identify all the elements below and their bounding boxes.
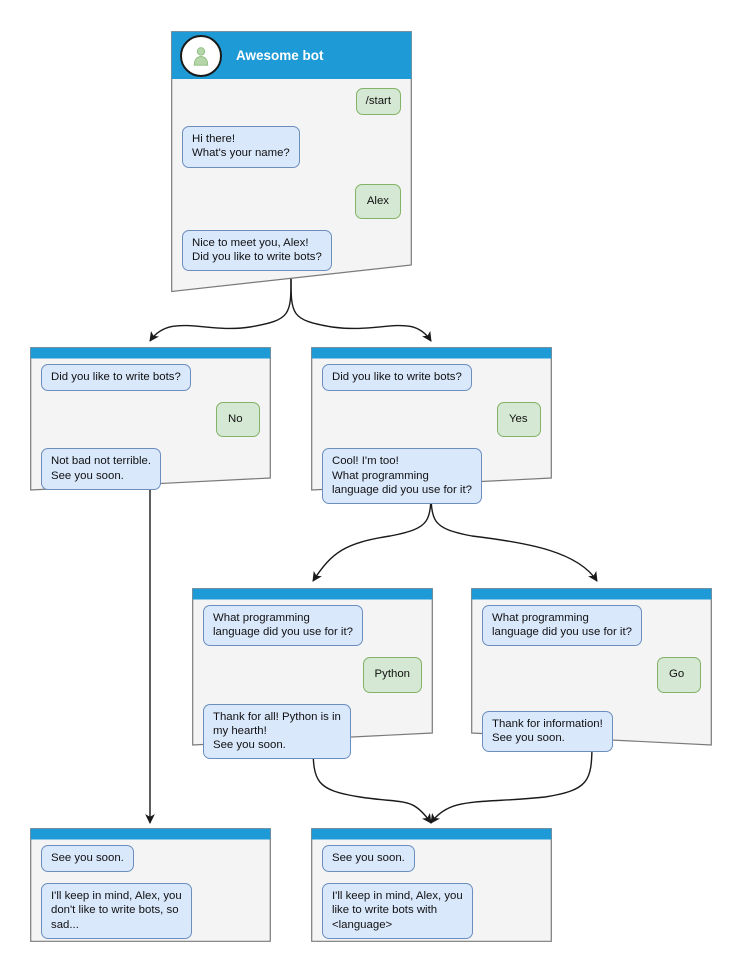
node-language-python[interactable]: What programming language did you use fo… [192,588,433,760]
bot-bubble: Did you like to write bots? [322,364,472,392]
bot-titlebar: Awesome bot [171,31,412,80]
bot-title: Awesome bot [236,48,324,63]
message-row: Go [471,657,712,693]
bot-bubble: Hi there! What's your name? [182,126,300,168]
message-row: Python [192,657,433,693]
chat-thread-root: /start Hi there! What's your name? Alex … [171,88,412,282]
user-bubble[interactable]: Yes [497,402,541,438]
node-awesome-bot[interactable]: Awesome bot /start Hi there! What's your… [171,31,412,293]
message-row: What programming language did you use fo… [471,605,712,647]
node-end-with-language[interactable]: See you soon. I'll keep in mind, Alex, y… [311,828,552,942]
message-row: Cool! I'm too! What programming language… [311,448,552,505]
bot-bubble: See you soon. [41,845,134,873]
bot-bubble: I'll keep in mind, Alex, you don't like … [41,883,192,939]
message-row: What programming language did you use fo… [192,605,433,647]
person-avatar-icon [180,34,222,77]
message-row: Thank for information! See you soon. [471,710,712,753]
user-bubble[interactable]: No [216,402,260,438]
message-row: Not bad not terrible. See you soon. [30,448,271,490]
user-bubble[interactable]: Alex [354,183,401,219]
message-row: See you soon. [30,845,271,873]
bot-bubble: What programming language did you use fo… [482,605,642,647]
node-did-you-like-yes[interactable]: Did you like to write bots? Yes Cool! I'… [311,347,552,505]
chat-thread-no: Did you like to write bots? No Not bad n… [30,364,271,501]
node-did-you-like-no[interactable]: Did you like to write bots? No Not bad n… [30,347,271,491]
bot-bubble: Nice to meet you, Alex! Did you like to … [182,229,332,272]
message-row: Thank for all! Python is in my hearth! S… [192,703,433,760]
bot-bubble: See you soon. [322,845,415,873]
chat-thread-end-sad: See you soon. I'll keep in mind, Alex, y… [30,845,271,950]
message-row: Nice to meet you, Alex! Did you like to … [171,229,412,272]
message-row: I'll keep in mind, Alex, you don't like … [30,883,271,939]
node-language-go[interactable]: What programming language did you use fo… [471,588,712,753]
chat-thread-go: What programming language did you use fo… [471,605,712,763]
node-end-no-bots[interactable]: See you soon. I'll keep in mind, Alex, y… [30,828,271,942]
message-row: Yes [311,402,552,438]
message-row: Did you like to write bots? [311,364,552,392]
user-bubble[interactable]: /start [355,88,401,116]
chat-thread-python: What programming language did you use fo… [192,605,433,770]
message-row: Hi there! What's your name? [171,126,412,168]
message-row: See you soon. [311,845,552,873]
bot-bubble: Thank for all! Python is in my hearth! S… [203,703,351,760]
bot-bubble: I'll keep in mind, Alex, you like to wri… [322,883,473,939]
bot-bubble: Not bad not terrible. See you soon. [41,448,162,490]
user-bubble[interactable]: Go [657,657,701,693]
user-bubble[interactable]: Python [362,657,422,693]
message-row: /start [171,88,412,116]
bot-bubble: Did you like to write bots? [41,364,191,392]
bot-bubble: Thank for information! See you soon. [482,710,613,753]
chat-thread-end-happy: See you soon. I'll keep in mind, Alex, y… [311,845,552,950]
bot-bubble: What programming language did you use fo… [203,605,363,647]
chat-thread-yes: Did you like to write bots? Yes Cool! I'… [311,364,552,515]
bot-bubble: Cool! I'm too! What programming language… [322,448,482,505]
message-row: Did you like to write bots? [30,364,271,392]
message-row: I'll keep in mind, Alex, you like to wri… [311,883,552,939]
message-row: No [30,402,271,438]
message-row: Alex [171,183,412,219]
